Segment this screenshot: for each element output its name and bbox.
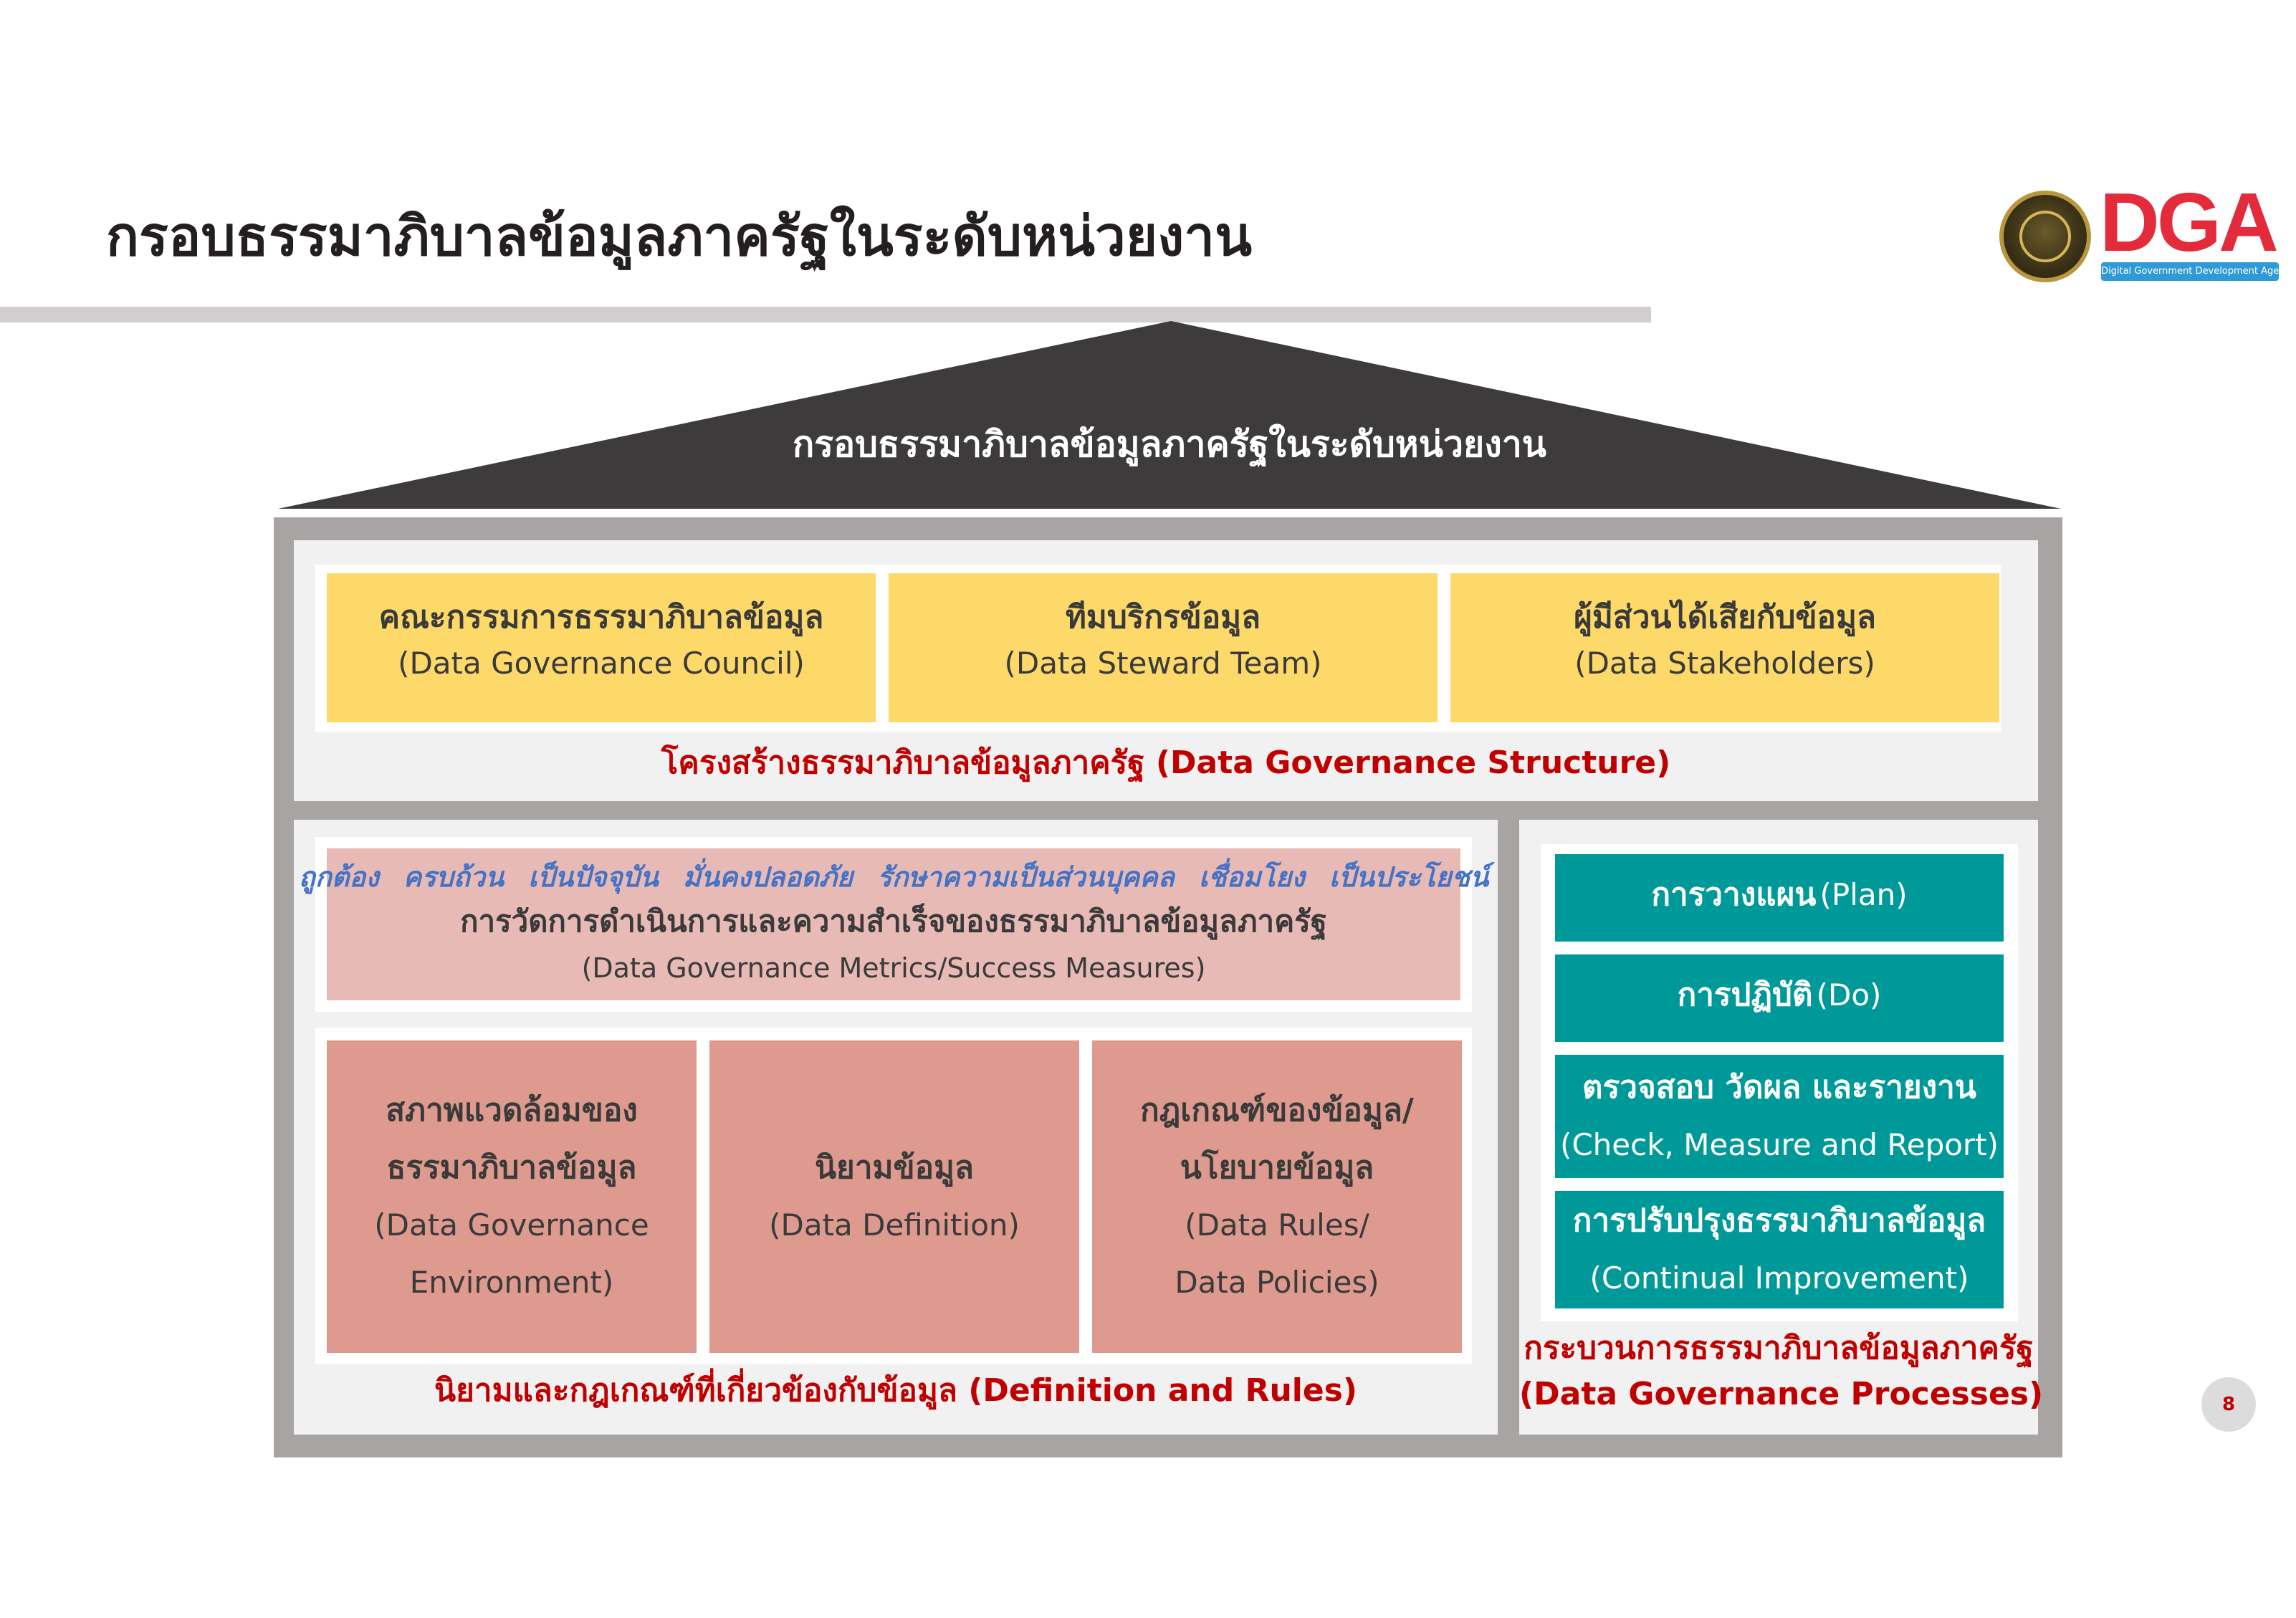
- process-step-do: การปฏิบัติ (Do): [1555, 954, 2004, 1042]
- rules-box-title: นโยบายข้อมูล: [1180, 1149, 1374, 1186]
- structure-box-council: คณะกรรมการธรรมาภิบาลข้อมูล (Data Governa…: [327, 573, 876, 722]
- process-step-subtitle: (Continual Improvement): [1589, 1260, 1969, 1296]
- roof-label: กรอบธรรมาภิบาลข้อมูลภาครัฐในระดับหน่วยงา…: [792, 423, 1546, 465]
- quality-item: เชื่อมโยง: [1198, 861, 1305, 893]
- page-title: กรอบธรรมาภิบาลข้อมูลภาครัฐในระดับหน่วยงา…: [106, 204, 1253, 268]
- quality-list: ถูกต้อง ครบถ้วน เป็นปัจจุบัน มั่นคงปลอดภ…: [299, 856, 1489, 899]
- quality-item: มั่นคงปลอดภัย: [682, 861, 853, 893]
- processes-caption-line2: (Data Governance Processes): [1519, 1376, 2044, 1412]
- process-step-subtitle: (Do): [1816, 977, 1882, 1013]
- rules-box-title: สภาพแวดล้อมของ: [386, 1092, 638, 1129]
- rules-box-definition: นิยามข้อมูล (Data Definition): [709, 1040, 1079, 1353]
- processes-caption: กระบวนการธรรมาภิบาลข้อมูลภาครัฐ (Data Go…: [1519, 1326, 2044, 1417]
- process-step-plan: การวางแผน (Plan): [1555, 854, 2004, 942]
- quality-item: รักษาความเป็นส่วนบุคคล: [877, 861, 1175, 893]
- metrics-subtitle: (Data Governance Metrics/Success Measure…: [581, 952, 1206, 984]
- process-step-title: ตรวจสอบ วัดผล และรายงาน: [1582, 1069, 1976, 1106]
- structure-box-stakeholders: ผู้มีส่วนได้เสียกับข้อมูล (Data Stakehol…: [1450, 573, 1999, 722]
- quality-item: เป็นประโยชน์: [1329, 861, 1489, 893]
- dga-logo: DGA Digital Government Development Agenc…: [1999, 176, 2295, 285]
- process-step-subtitle: (Check, Measure and Report): [1559, 1127, 1999, 1162]
- government-seal-icon: [1999, 191, 2091, 282]
- process-step-subtitle: (Plan): [1819, 876, 1908, 912]
- quality-item: เป็นปัจจุบัน: [528, 861, 659, 893]
- structure-box-title: ทีมบริกรข้อมูล: [1065, 599, 1261, 636]
- page-number: 8: [2201, 1377, 2256, 1432]
- structure-box-title: คณะกรรมการธรรมาภิบาลข้อมูล: [378, 599, 824, 636]
- rules-box-title: นิยามข้อมูล: [814, 1149, 975, 1186]
- rules-box-environment: สภาพแวดล้อมของ ธรรมาภิบาลข้อมูล (Data Go…: [327, 1040, 697, 1353]
- structure-box-subtitle: (Data Stakeholders): [1574, 646, 1875, 681]
- seal-emblem: [2019, 211, 2071, 262]
- process-step-title: การวางแผน: [1651, 876, 1817, 913]
- title-underline: [0, 307, 1651, 322]
- processes-caption-line1: กระบวนการธรรมาภิบาลข้อมูลภาครัฐ: [1524, 1330, 2034, 1366]
- structure-box-steward-team: ทีมบริกรข้อมูล (Data Steward Team): [889, 573, 1438, 722]
- metrics-title: การวัดการดำเนินการและความสำเร็จของธรรมาภ…: [460, 904, 1327, 939]
- quality-item: ถูกต้อง: [298, 861, 379, 893]
- rules-box-subtitle: (Data Definition): [769, 1207, 1020, 1243]
- structure-box-subtitle: (Data Steward Team): [1004, 646, 1322, 681]
- structure-box-title: ผู้มีส่วนได้เสียกับข้อมูล: [1574, 599, 1876, 636]
- process-step-title: การปรับปรุงธรรมาภิบาลข้อมูล: [1572, 1202, 1986, 1239]
- rules-box-subtitle: (Data Rules/: [1185, 1207, 1369, 1243]
- rules-box-title: กฎเกณฑ์ของข้อมูล/: [1140, 1092, 1414, 1129]
- metrics-box: ถูกต้อง ครบถ้วน เป็นปัจจุบัน มั่นคงปลอดภ…: [299, 848, 1489, 1000]
- definitions-rules-caption: นิยามและกฎเกณฑ์ที่เกี่ยวข้องกับข้อมูล (D…: [434, 1372, 1357, 1409]
- rules-box-policies: กฎเกณฑ์ของข้อมูล/ นโยบายข้อมูล (Data Rul…: [1092, 1040, 1462, 1353]
- rules-box-subtitle: Environment): [409, 1265, 614, 1300]
- structure-box-subtitle: (Data Governance Council): [398, 646, 805, 681]
- process-step-check: ตรวจสอบ วัดผล และรายงาน (Check, Measure …: [1555, 1055, 2004, 1178]
- quality-item: ครบถ้วน: [403, 861, 504, 893]
- process-step-title: การปฏิบัติ: [1677, 976, 1813, 1013]
- structure-caption: โครงสร้างธรรมาภิบาลข้อมูลภาครัฐ (Data Go…: [661, 745, 1671, 781]
- process-step-improve: การปรับปรุงธรรมาภิบาลข้อมูล (Continual I…: [1555, 1191, 2004, 1308]
- house-roof: [278, 321, 2061, 509]
- rules-box-subtitle: (Data Governance: [374, 1207, 649, 1243]
- logo-wordmark: DGA: [2100, 176, 2279, 269]
- rules-box-title: ธรรมาภิบาลข้อมูล: [386, 1149, 637, 1186]
- roof-triangle: [278, 321, 2061, 509]
- logo-subtitle: Digital Government Development Agency: [2101, 262, 2295, 281]
- rules-box-subtitle: Data Policies): [1175, 1265, 1379, 1300]
